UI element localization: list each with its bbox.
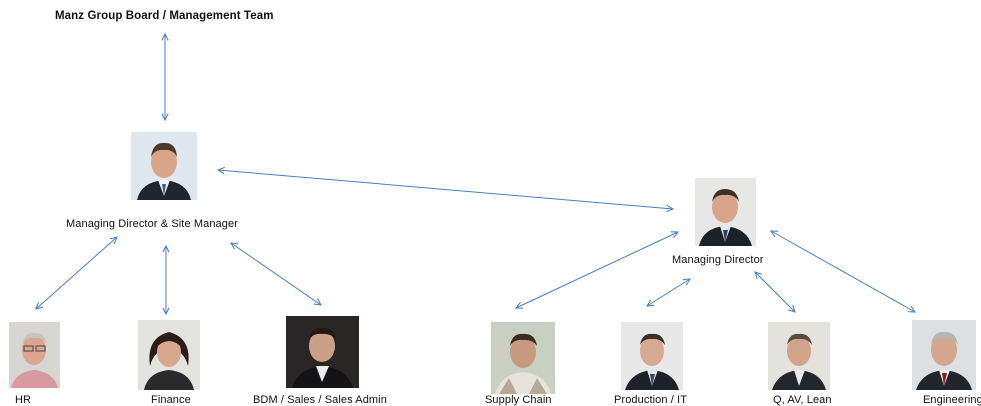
engineering-label: Engineering — [923, 394, 981, 406]
quality-photo — [768, 322, 830, 390]
supply-chain-photo — [491, 322, 555, 394]
engineering-photo — [912, 320, 976, 390]
production-it-photo — [621, 322, 683, 390]
connector-md2-to-engineering — [771, 231, 915, 312]
bdm-label: BDM / Sales / Sales Admin — [253, 394, 387, 406]
finance-label: Finance — [151, 394, 191, 406]
managing-director-photo — [695, 178, 756, 246]
quality-label: Q, AV, Lean — [773, 394, 832, 406]
md-site-manager-photo — [131, 132, 197, 200]
bdm-photo — [286, 316, 359, 388]
managing-director-label: Managing Director — [672, 254, 764, 266]
connector-md2-to-supply-chain — [516, 232, 678, 308]
hr-label: HR — [15, 394, 32, 406]
hr-photo — [9, 322, 60, 388]
connector-md-site-to-hr — [36, 237, 117, 309]
connector-md2-to-quality — [755, 272, 795, 312]
production-it-label: Production / IT — [614, 394, 688, 406]
finance-photo — [138, 320, 200, 390]
connector-md2-to-production — [647, 279, 690, 306]
connector-md-site-to-md2 — [218, 170, 673, 209]
connector-md-site-to-bdm — [231, 243, 321, 305]
md-site-manager-label: Managing Director & Site Manager — [66, 218, 238, 230]
board-title: Manz Group Board / Management Team — [55, 10, 274, 22]
supply-chain-label: Supply Chain — [485, 394, 552, 406]
